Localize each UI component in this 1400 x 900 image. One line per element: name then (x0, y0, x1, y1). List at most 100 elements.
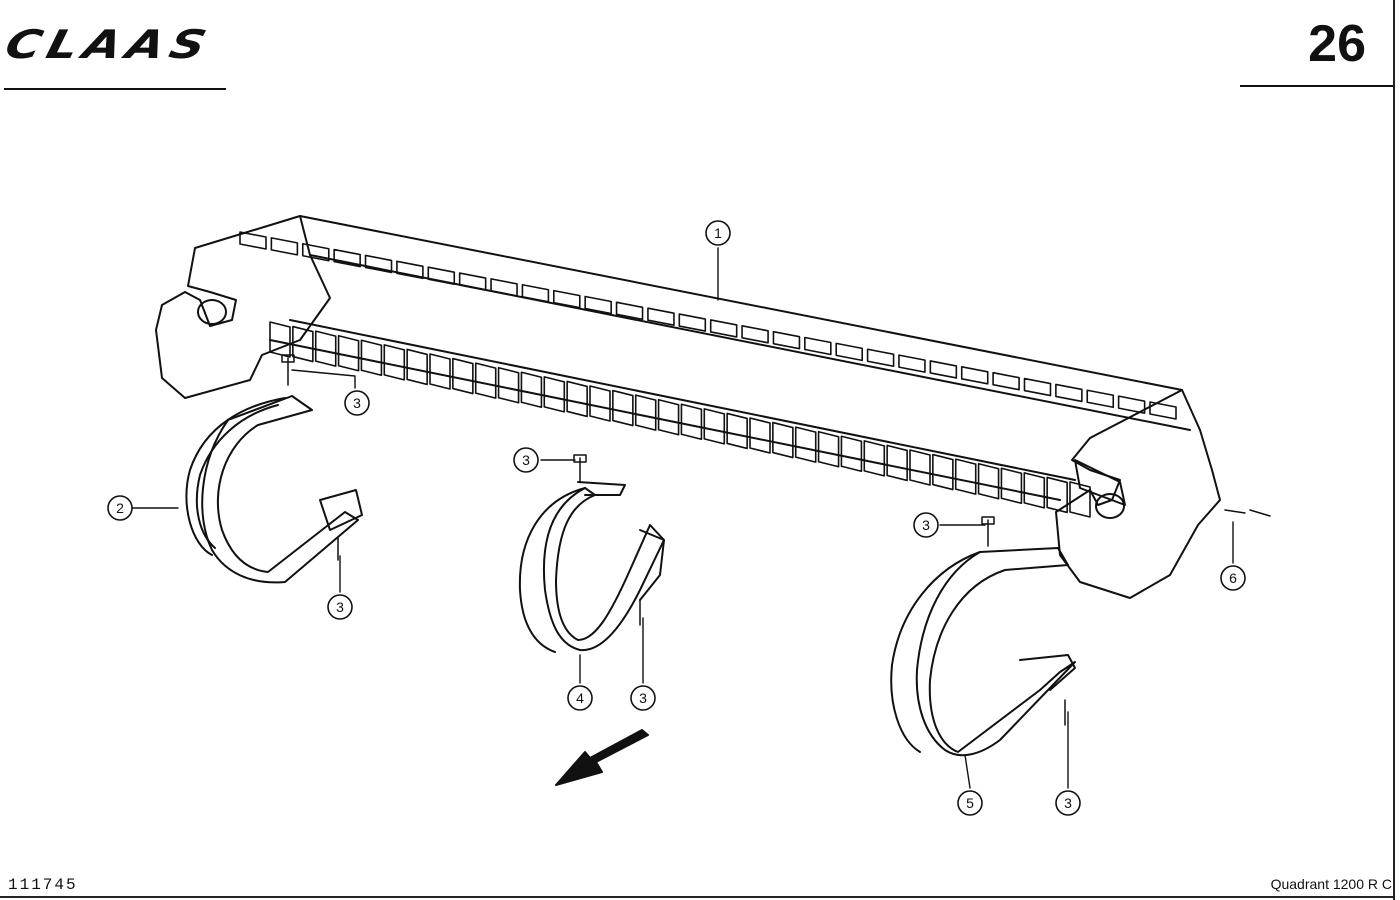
tine-plate (1000, 467, 1023, 505)
callout-3-left-bottom: 3 (327, 594, 353, 620)
tine-plate (1023, 377, 1052, 397)
tine-plate (452, 357, 474, 395)
tine-plate (552, 289, 581, 309)
tine-plate (835, 342, 864, 362)
right-shaft-stub (1074, 459, 1126, 506)
tine-plate (992, 371, 1020, 391)
tine-plate (863, 440, 886, 477)
tine-plate (490, 278, 518, 297)
tine-plate (977, 462, 1000, 500)
tine-plate (1055, 383, 1083, 403)
svg-text:4: 4 (576, 690, 584, 706)
tine-plate (1046, 476, 1068, 514)
callout-2: 2 (107, 495, 133, 521)
tine-plate (497, 366, 520, 404)
tine-plate (680, 403, 703, 441)
beam-bottom-edge (269, 339, 1061, 501)
tine-plate (1069, 481, 1091, 518)
tine-plate (239, 231, 267, 250)
tine-plate (1086, 389, 1115, 409)
callout-1: 1 (705, 220, 731, 246)
tine-plate (360, 339, 383, 377)
tine-plate (406, 348, 428, 386)
bolt-right-top (981, 516, 995, 547)
tine-plate (932, 453, 954, 491)
callout-3-left-top: 3 (344, 390, 370, 416)
tine-plate (584, 295, 612, 315)
machine-model: Quadrant 1200 R C (1270, 876, 1392, 892)
tine-plate (772, 421, 794, 459)
svg-text:1: 1 (714, 225, 722, 241)
logo-underline (4, 88, 226, 90)
tine-plate (396, 260, 424, 280)
svg-text:3: 3 (522, 452, 530, 468)
beam-top-edge (299, 215, 1183, 391)
direction-arrow (555, 729, 649, 786)
tine-plate (474, 362, 497, 399)
tine-plate (741, 324, 769, 344)
tine-plate (634, 394, 657, 431)
callout-4: 4 (567, 685, 593, 711)
svg-text:3: 3 (639, 690, 647, 706)
tine-plate (657, 398, 680, 436)
tine-plate (678, 313, 707, 332)
tine-plate (520, 371, 543, 409)
tine-plate (1117, 395, 1146, 414)
tine-plate (292, 325, 314, 363)
bottom-border (0, 896, 1395, 898)
tine-plate (383, 344, 406, 381)
callout-3-right-top: 3 (913, 512, 939, 538)
tine-plate (886, 444, 908, 482)
tine-plate (909, 449, 931, 486)
tine-plate (337, 334, 360, 372)
right-end-plate (1055, 389, 1221, 599)
svg-text:3: 3 (1064, 795, 1072, 811)
bolts (281, 354, 1271, 726)
tine-plate (269, 321, 291, 358)
tine-plate (954, 458, 977, 495)
tine-plate (612, 389, 634, 427)
tine-plate (817, 430, 840, 468)
tine-plate (429, 353, 451, 390)
tine-plate (772, 330, 801, 350)
callout-3-right-bottom: 3 (1055, 790, 1081, 816)
tine-plate (647, 307, 675, 327)
page-number: 26 (1308, 15, 1366, 73)
callout-5: 5 (957, 790, 983, 816)
tine-plate (898, 354, 926, 373)
leader-lines (132, 247, 1234, 789)
callout-6: 6 (1220, 565, 1246, 591)
tine-plate (521, 283, 550, 303)
tine-plate (364, 254, 393, 274)
callout-3-mid-top: 3 (513, 447, 539, 473)
bolt-part-6 (1224, 509, 1271, 517)
figure-id: 111745 (8, 876, 78, 894)
tine-plate (840, 435, 863, 473)
tine-plate (615, 301, 644, 321)
tine-plate (301, 242, 330, 262)
tine-plate (709, 319, 738, 338)
beam-front-edge (289, 319, 1076, 481)
tine-plate (726, 412, 748, 450)
tine-plate (427, 266, 456, 285)
tine-plate (543, 376, 566, 413)
svg-text:3: 3 (922, 517, 930, 533)
svg-text:3: 3 (353, 395, 361, 411)
callout-3-mid-bottom: 3 (630, 685, 656, 711)
page-number-rule (1240, 85, 1395, 87)
svg-text:3: 3 (336, 599, 344, 615)
tine-plate (314, 330, 337, 367)
tine-plate (589, 385, 611, 422)
right-shaft-hole (1095, 493, 1125, 519)
left-shaft-hole (197, 299, 227, 325)
tine-rows (239, 231, 1177, 518)
right-border (1393, 0, 1395, 900)
left-end-plate (155, 215, 331, 399)
guide-part-5 (890, 547, 1076, 757)
guide-part-2 (185, 395, 363, 584)
tine-plate (804, 336, 832, 356)
rotor-beam (155, 215, 1221, 599)
bolt-mid-top (573, 454, 587, 483)
svg-text:2: 2 (116, 500, 124, 516)
